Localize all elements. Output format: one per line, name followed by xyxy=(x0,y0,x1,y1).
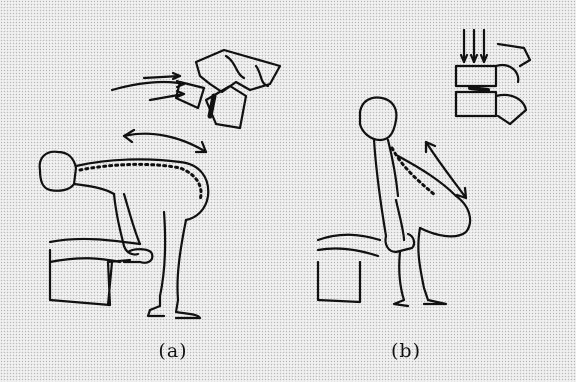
panel-a-arm xyxy=(114,194,140,255)
panel-a-legs xyxy=(148,212,200,318)
panel-a-drawing xyxy=(40,50,280,318)
panel-a-motion-arrow xyxy=(124,134,206,152)
panel-b-drawing xyxy=(318,30,530,306)
panel-a-caption: (a) xyxy=(143,340,203,362)
panel-b-caption: (b) xyxy=(376,340,436,362)
panel-b-motion-arrow xyxy=(426,142,466,198)
panel-b-torso xyxy=(374,140,470,236)
panel-b-head xyxy=(360,98,396,140)
panel-a-vertebra-inset xyxy=(176,50,280,128)
panel-b-arm xyxy=(385,200,414,252)
panel-b-table xyxy=(318,235,380,302)
panel-a-spine xyxy=(80,164,201,200)
panel-a-head xyxy=(40,152,76,191)
panel-b-legs xyxy=(394,228,446,306)
